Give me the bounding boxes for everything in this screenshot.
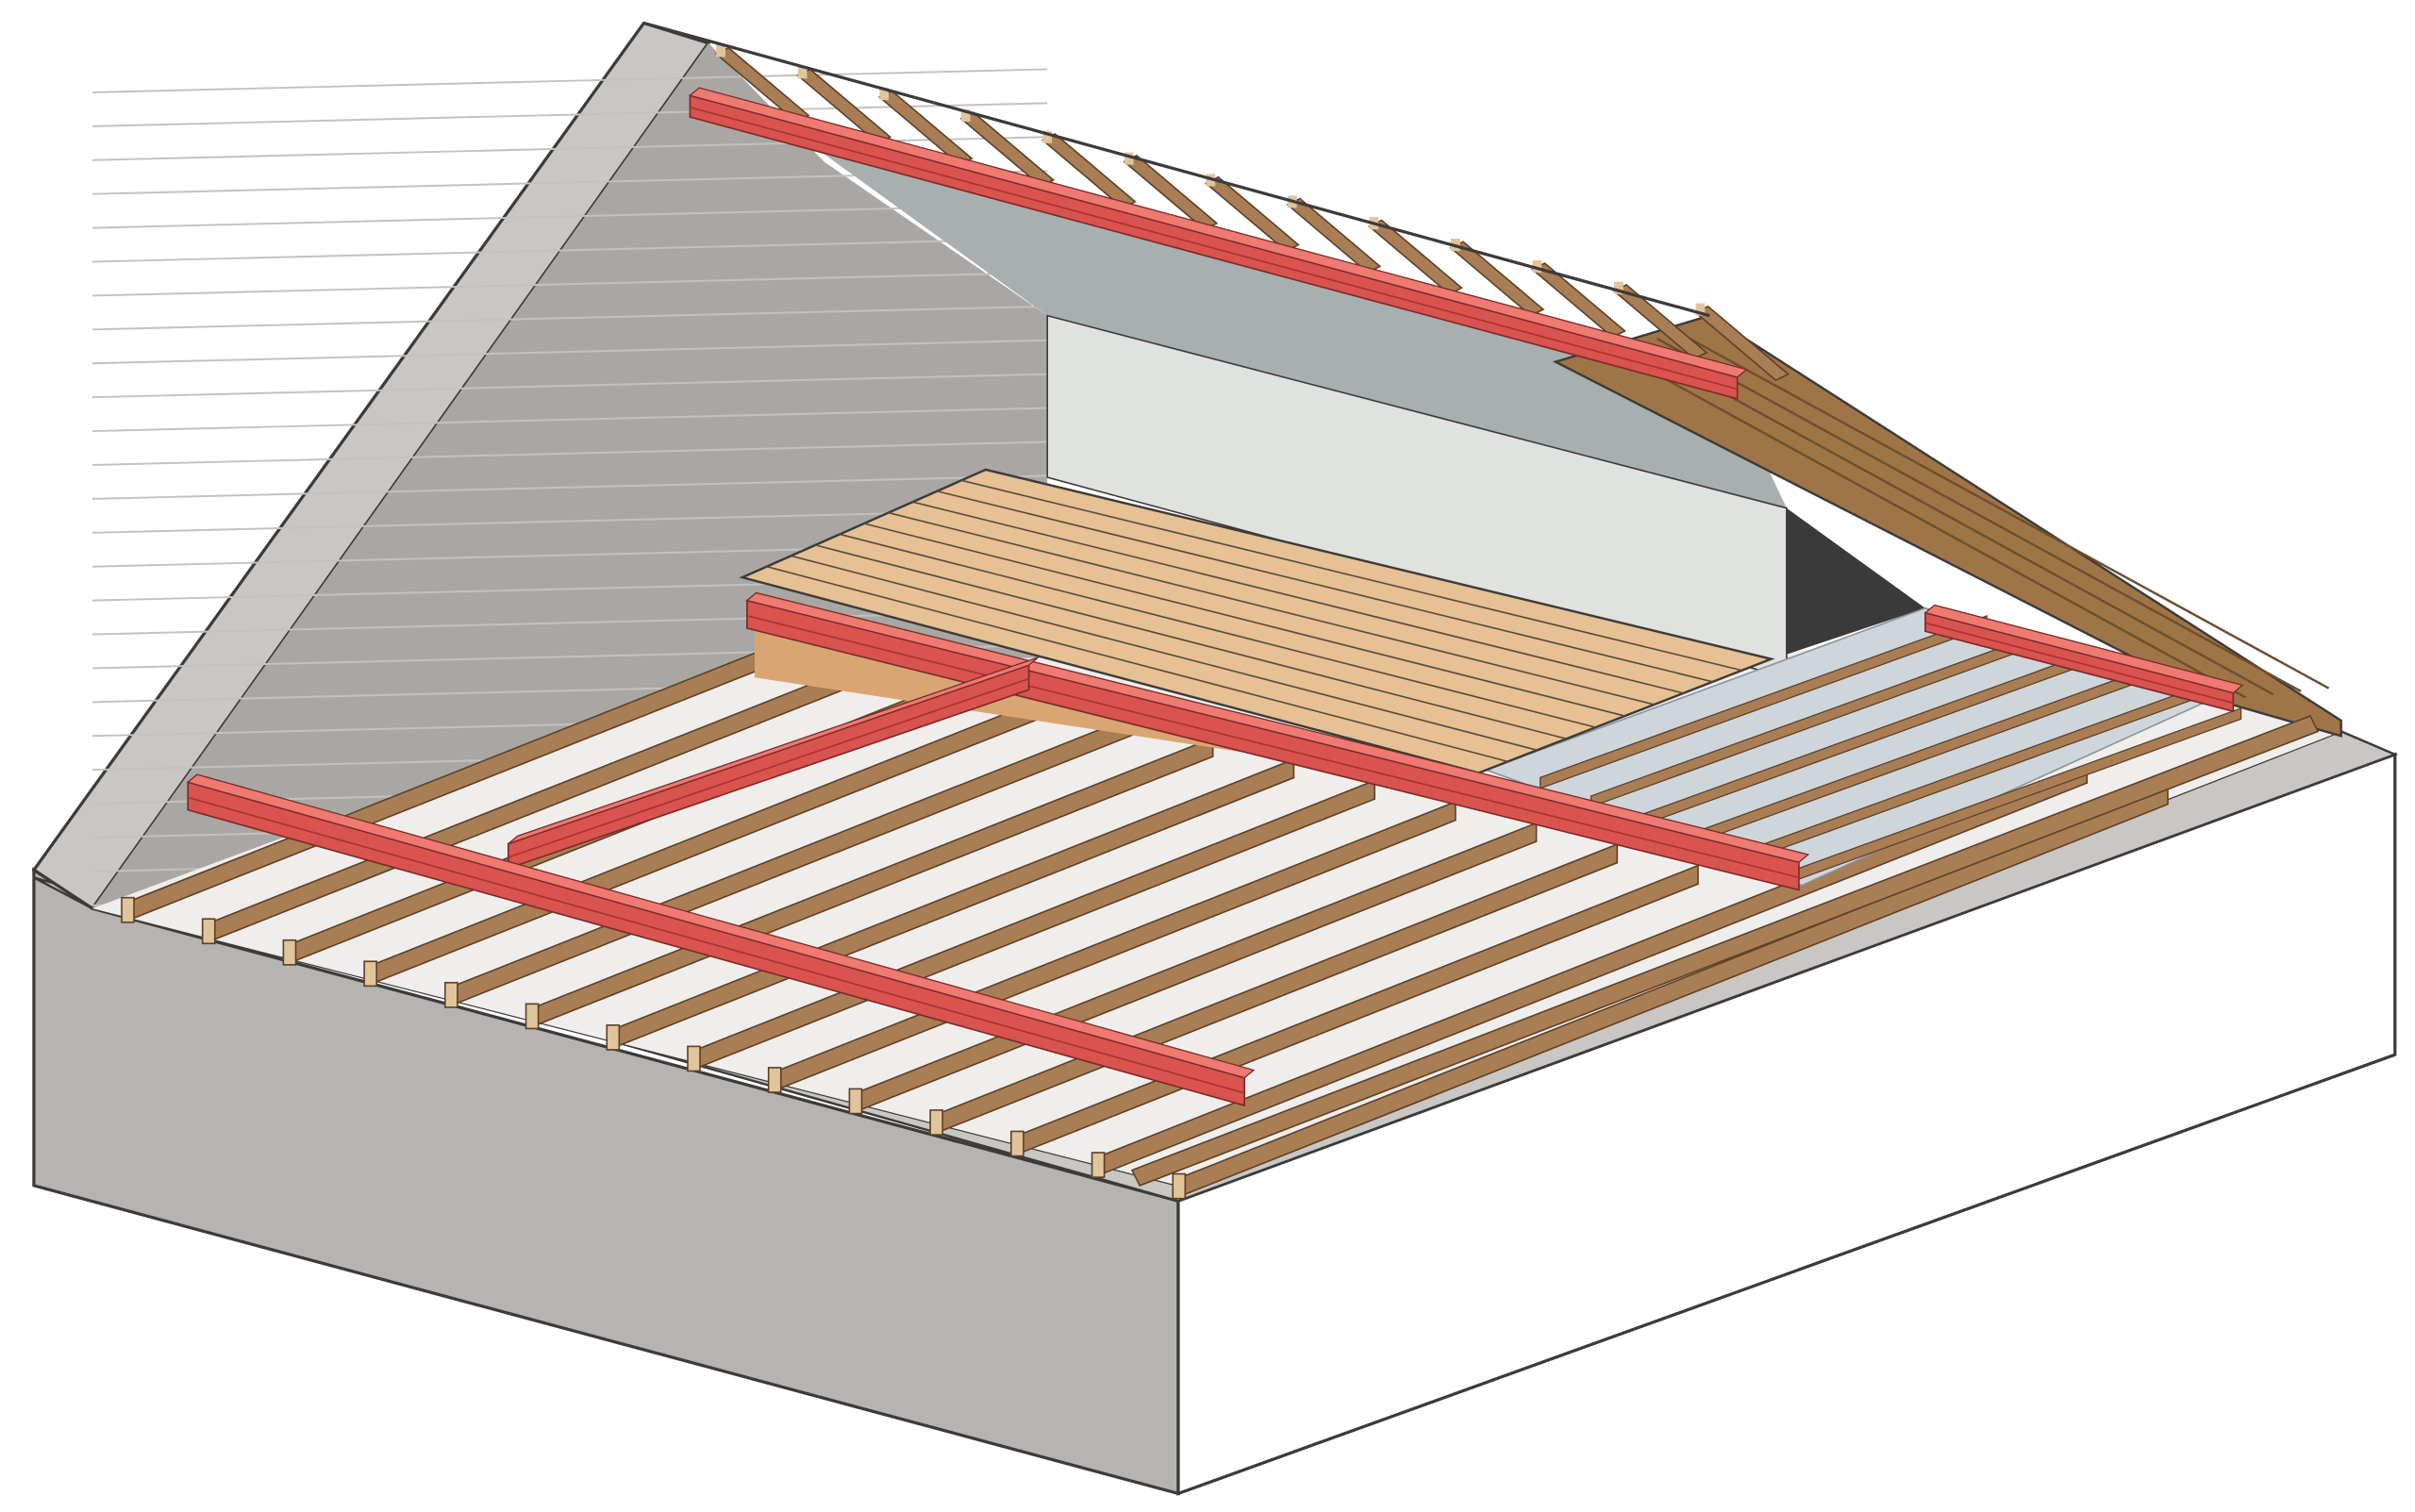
joist-end xyxy=(767,1067,782,1093)
roof-ridge-line xyxy=(643,21,1710,318)
rafter-end xyxy=(879,88,890,101)
steel-beams xyxy=(186,87,2244,1107)
joist-end xyxy=(282,939,297,966)
brick-course-line xyxy=(92,474,1048,500)
sloped-ceiling xyxy=(824,154,1787,508)
board-lines xyxy=(766,479,1742,763)
joist-end xyxy=(525,1003,540,1030)
joist-end xyxy=(848,1088,863,1115)
brick-course-line xyxy=(92,440,1048,466)
joist-end xyxy=(363,960,377,988)
board-line xyxy=(791,555,1538,752)
board-line xyxy=(863,523,1625,717)
board-line xyxy=(815,544,1567,740)
board-line xyxy=(960,479,1742,672)
floor-joists xyxy=(121,630,2320,1200)
roof-timber-lines xyxy=(1619,329,2330,699)
cross-steel-beam-web xyxy=(508,677,1029,858)
rafter-end xyxy=(1695,303,1706,316)
brick-course-line xyxy=(92,204,1048,229)
board-line xyxy=(937,490,1713,683)
rafters xyxy=(643,21,1790,382)
right-steel-beam-web xyxy=(1924,622,2234,705)
rafter-end xyxy=(1532,259,1542,273)
roof-line xyxy=(1657,338,2302,693)
board-line xyxy=(766,565,1508,763)
brick-course-line xyxy=(92,305,1048,331)
rafter-end xyxy=(1124,152,1134,165)
board-line xyxy=(888,511,1655,706)
insulation-joists xyxy=(1540,615,2242,882)
ridge-steel-beam-flange xyxy=(689,87,1748,378)
brick-course-line xyxy=(92,238,1048,263)
joist-end xyxy=(929,1109,944,1136)
middle-steel-beam-web xyxy=(746,614,1800,879)
rafter-end xyxy=(797,66,808,79)
cross-steel-beam-flange xyxy=(508,656,1039,845)
joist-end xyxy=(687,1045,701,1072)
rafter-end xyxy=(960,108,971,122)
middle-steel-beam-flange xyxy=(745,591,1810,863)
joist-end xyxy=(606,1024,621,1051)
roof-line xyxy=(1619,353,2246,699)
board-line xyxy=(839,533,1596,728)
brick-course-line xyxy=(92,102,1048,127)
brick-course-line xyxy=(92,271,1048,297)
eaves-void xyxy=(1786,507,1925,655)
rafter-end xyxy=(716,44,725,58)
brick-course-line xyxy=(92,407,1048,433)
joist-end xyxy=(444,981,458,1008)
rafter-end xyxy=(1614,281,1624,294)
joist-end xyxy=(201,918,216,945)
joist-end xyxy=(121,896,135,923)
board-line xyxy=(912,501,1684,694)
ridge-steel-beam-web xyxy=(690,106,1738,390)
brick-course-line xyxy=(92,339,1048,365)
right-steel-beam-flange xyxy=(1924,604,2244,694)
brick-course-line xyxy=(92,68,1048,93)
brick-course-line xyxy=(92,373,1048,399)
front-steel-beam-web xyxy=(187,796,1245,1094)
roof-line xyxy=(1674,329,2330,690)
rim-joist xyxy=(1130,715,2320,1187)
joist-end xyxy=(1172,1172,1187,1200)
floor-boarding xyxy=(739,468,1775,774)
house-base xyxy=(32,730,2399,1496)
joist-end xyxy=(1010,1130,1024,1157)
rafter-end xyxy=(1042,130,1053,143)
front-steel-beam-flange xyxy=(186,773,1256,1079)
roof-line xyxy=(1638,345,2274,696)
joist-end xyxy=(1091,1152,1106,1178)
